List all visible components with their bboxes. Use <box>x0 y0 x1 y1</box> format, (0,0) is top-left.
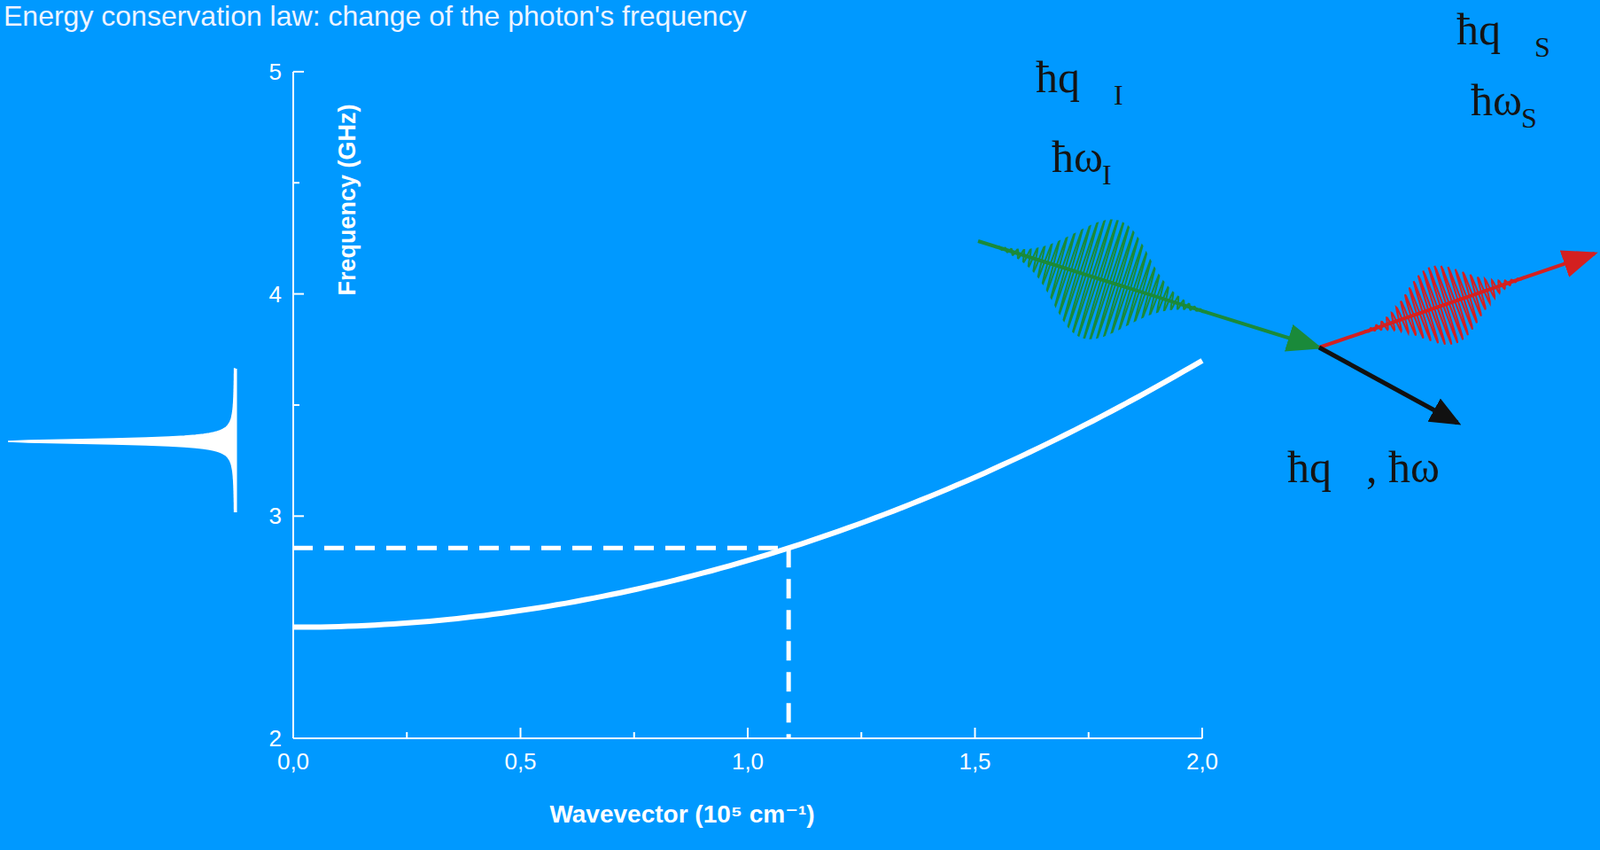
tick-label: 4 <box>269 282 282 306</box>
x-tick <box>292 727 295 738</box>
incident-photon-packet <box>994 220 1207 339</box>
tick-label: 0,5 <box>504 749 536 773</box>
tick-label: 2 <box>269 726 282 750</box>
scattered-photon-arrow <box>1319 253 1595 348</box>
subscript: S <box>1534 32 1551 62</box>
subscript: I <box>1102 160 1112 189</box>
dashed-guide <box>293 545 789 551</box>
x-tick <box>1087 731 1090 738</box>
momentum-label: ħq⃗ <box>1035 54 1115 100</box>
y-tick <box>293 737 304 739</box>
spectral-baseline <box>234 368 238 513</box>
subscript: I <box>1113 80 1124 109</box>
x-tick <box>860 731 863 738</box>
momentum-label: ħq⃗ <box>1456 7 1536 52</box>
dashed-guide <box>786 547 792 738</box>
magnon-arrow <box>1319 347 1458 423</box>
slide-title: Energy conservation law: change of the p… <box>3 1 747 31</box>
dispersion-curve <box>293 360 1203 628</box>
subscript: S <box>1521 103 1538 133</box>
curves <box>7 360 1203 738</box>
tick-label: 0,0 <box>277 749 310 773</box>
axes <box>293 71 1203 738</box>
y-tick <box>293 70 304 73</box>
wave-packets <box>978 220 1595 423</box>
x-tick <box>633 731 636 738</box>
tick-label: 2,0 <box>1186 749 1219 773</box>
tick-label: 1,0 <box>731 749 764 773</box>
x-tick <box>1201 727 1204 738</box>
y-tick <box>293 293 304 296</box>
y-tick <box>293 181 300 184</box>
tick-label: 3 <box>269 504 282 528</box>
x-tick <box>405 731 408 738</box>
spectral-line <box>7 368 235 513</box>
axis-title: Wavevector (10⁵ cm⁻¹) <box>549 801 815 827</box>
energy-label: ħω <box>1470 77 1523 123</box>
y-tick <box>293 514 304 517</box>
tick-label: 1,5 <box>958 749 991 773</box>
axis-title: Frequency (GHz) <box>335 103 360 296</box>
energy-label: ħω <box>1051 134 1103 179</box>
x-tick <box>520 727 522 738</box>
tick-label: 5 <box>269 60 282 84</box>
y-tick <box>293 403 300 406</box>
magnon-label: ħq⃗, ħω <box>1287 444 1440 490</box>
scattered-photon-packet <box>1358 265 1530 345</box>
x-tick <box>746 727 749 738</box>
x-tick <box>974 727 977 738</box>
